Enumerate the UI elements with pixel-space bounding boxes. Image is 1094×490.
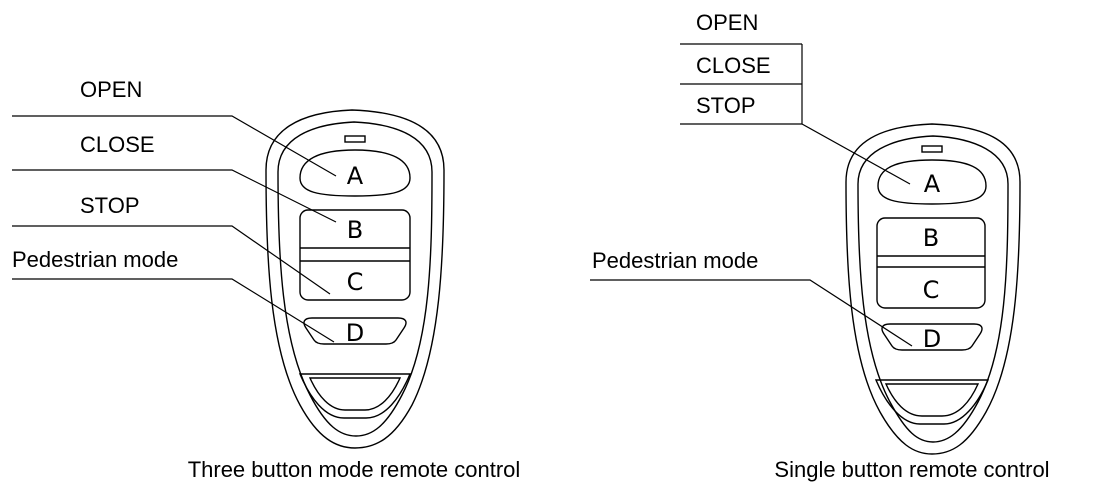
remote-body-outer: [845, 123, 1021, 455]
remote-body-inner: [857, 135, 1009, 443]
button-a-label: A: [347, 162, 364, 190]
button-a[interactable]: [299, 149, 411, 197]
leader-pedestrian: [12, 278, 335, 343]
button-b-label[interactable]: B: [923, 224, 939, 252]
remote-body-inner: [277, 121, 433, 437]
caption-single-button: Single button remote control: [774, 457, 1049, 482]
button-bc-block: [876, 217, 986, 309]
single-button-remote: A B C D OPEN CLOSE STOP Pedestrian mode …: [590, 10, 1050, 482]
led-indicator: [921, 145, 943, 153]
label-stop: STOP: [80, 193, 140, 218]
leader-pedestrian: [590, 279, 913, 347]
bottom-slot-inner: [884, 383, 980, 417]
label-stop: STOP: [696, 93, 756, 118]
button-d[interactable]: [303, 317, 407, 345]
label-open: OPEN: [696, 10, 758, 35]
leader-stop: [12, 225, 331, 295]
button-d[interactable]: [881, 323, 983, 351]
button-a-label: A: [924, 170, 941, 198]
bottom-slot-outer: [298, 373, 412, 419]
button-d-label: D: [923, 325, 941, 353]
label-pedestrian: Pedestrian mode: [592, 248, 758, 273]
button-d-label: D: [346, 319, 364, 347]
remote-body-outer: [265, 109, 445, 449]
label-pedestrian: Pedestrian mode: [12, 247, 178, 272]
bottom-slot-outer: [874, 379, 990, 425]
bottom-slot-inner: [308, 377, 402, 411]
leader-close: [12, 169, 337, 223]
three-button-remote: A B C D OPEN CLOSE STOP Pedestrian mode …: [12, 77, 520, 482]
led-indicator: [344, 135, 366, 143]
button-c-label[interactable]: C: [347, 268, 364, 296]
button-b-label[interactable]: B: [347, 216, 363, 244]
caption-three-button: Three button mode remote control: [188, 457, 521, 482]
leader-open-close-stop: [801, 123, 911, 185]
label-open: OPEN: [80, 77, 142, 102]
label-close: CLOSE: [80, 132, 155, 157]
leader-open: [12, 115, 337, 177]
label-close: CLOSE: [696, 53, 771, 78]
button-bc-block: [299, 209, 411, 301]
button-a[interactable]: [877, 159, 987, 205]
button-c-label[interactable]: C: [923, 276, 940, 304]
